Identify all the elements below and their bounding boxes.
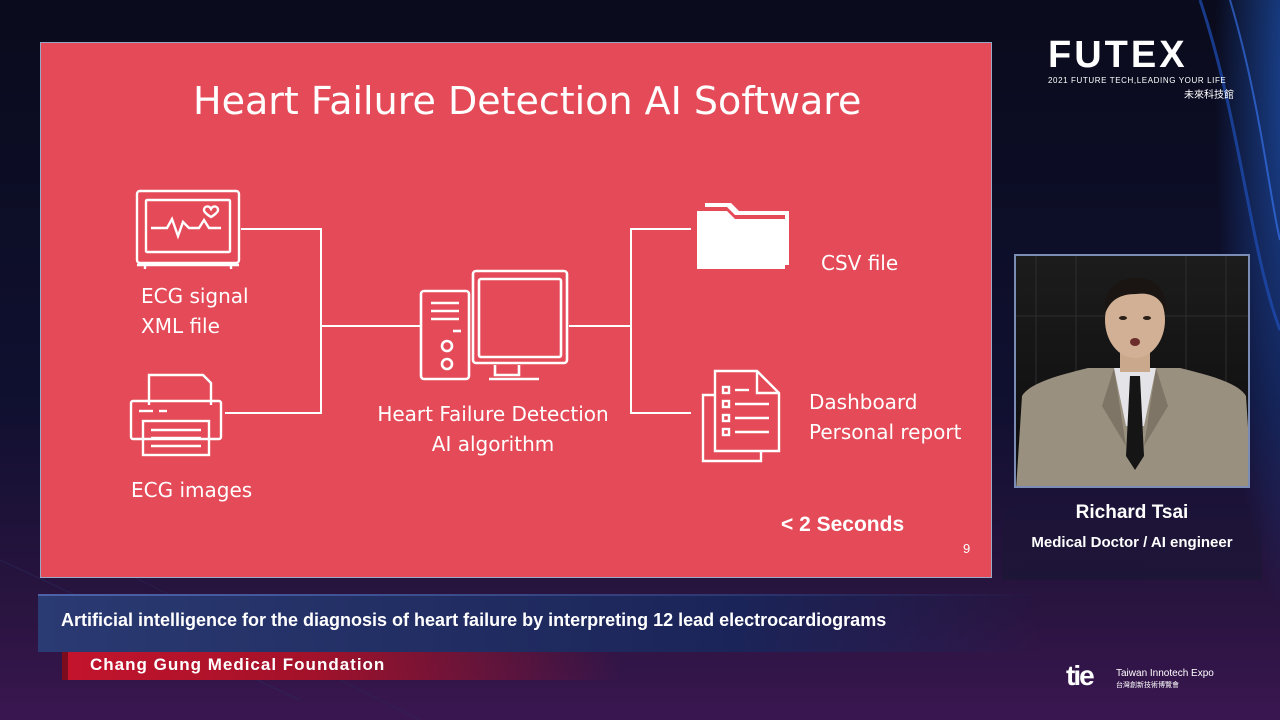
computer-icon — [419, 269, 569, 381]
document-icon — [701, 369, 781, 463]
futex-logo-name: FUTEX — [1048, 34, 1188, 76]
speaker-video — [1014, 254, 1250, 488]
futex-logo: FUTEX 2021 FUTURE TECH,LEADING YOUR LIFE… — [1048, 36, 1234, 101]
ecg-monitor-icon — [135, 189, 241, 269]
printer-icon — [129, 373, 223, 457]
speaker-role: Medical Doctor / AI engineer — [1031, 534, 1233, 551]
ecg-images-label: ECG images — [131, 478, 253, 502]
expo-logo-english: Taiwan Innotech Expo — [1116, 668, 1214, 679]
algorithm-line2: AI algorithm — [431, 432, 555, 456]
expo-logo-chinese: 台灣創新技術博覽會 — [1116, 682, 1179, 689]
expo-logo-mark: tie — [1066, 660, 1095, 691]
presentation-slide: Heart Failure Detection AI Software — [40, 42, 992, 578]
slide-page-number: 9 — [963, 541, 971, 556]
futex-logo-chinese: 未來科技館 — [1184, 90, 1234, 101]
speaker-figure — [1016, 256, 1248, 486]
algorithm-label: Heart Failure Detection AI algorithm — [363, 399, 623, 459]
csv-file-label: CSV file — [821, 251, 899, 275]
ecg-signal-line1: ECG signal — [141, 284, 249, 308]
connector-ecg-signal — [241, 228, 421, 327]
algorithm-line1: Heart Failure Detection — [377, 402, 609, 426]
futex-logo-tagline: 2021 FUTURE TECH,LEADING YOUR LIFE — [1048, 76, 1227, 85]
folder-icon — [697, 203, 789, 269]
ecg-signal-line2: XML file — [141, 314, 220, 338]
slide-title: Heart Failure Detection AI Software — [193, 79, 862, 123]
speaker-caption-bg — [1002, 490, 1262, 580]
report-line2: Personal report — [809, 420, 962, 444]
connector-ecg-images — [225, 326, 322, 414]
connector-csv — [630, 228, 691, 414]
flow-diagram — [129, 189, 789, 463]
lower-third-divider — [38, 594, 1040, 596]
lower-third-bar — [38, 594, 1040, 652]
organization-bar — [62, 652, 622, 680]
organization-name: Chang Gung Medical Foundation — [90, 655, 386, 674]
ecg-signal-label: ECG signal XML file — [141, 281, 249, 341]
talk-title: Artificial intelligence for the diagnosi… — [61, 610, 887, 630]
report-line1: Dashboard — [809, 390, 918, 414]
expo-logo: tie Taiwan Innotech Expo 台灣創新技術博覽會 — [1066, 662, 1226, 690]
processing-time: < 2 Seconds — [781, 513, 905, 536]
report-label: Dashboard Personal report — [809, 387, 961, 447]
speaker-name: Richard Tsai — [1075, 502, 1189, 523]
